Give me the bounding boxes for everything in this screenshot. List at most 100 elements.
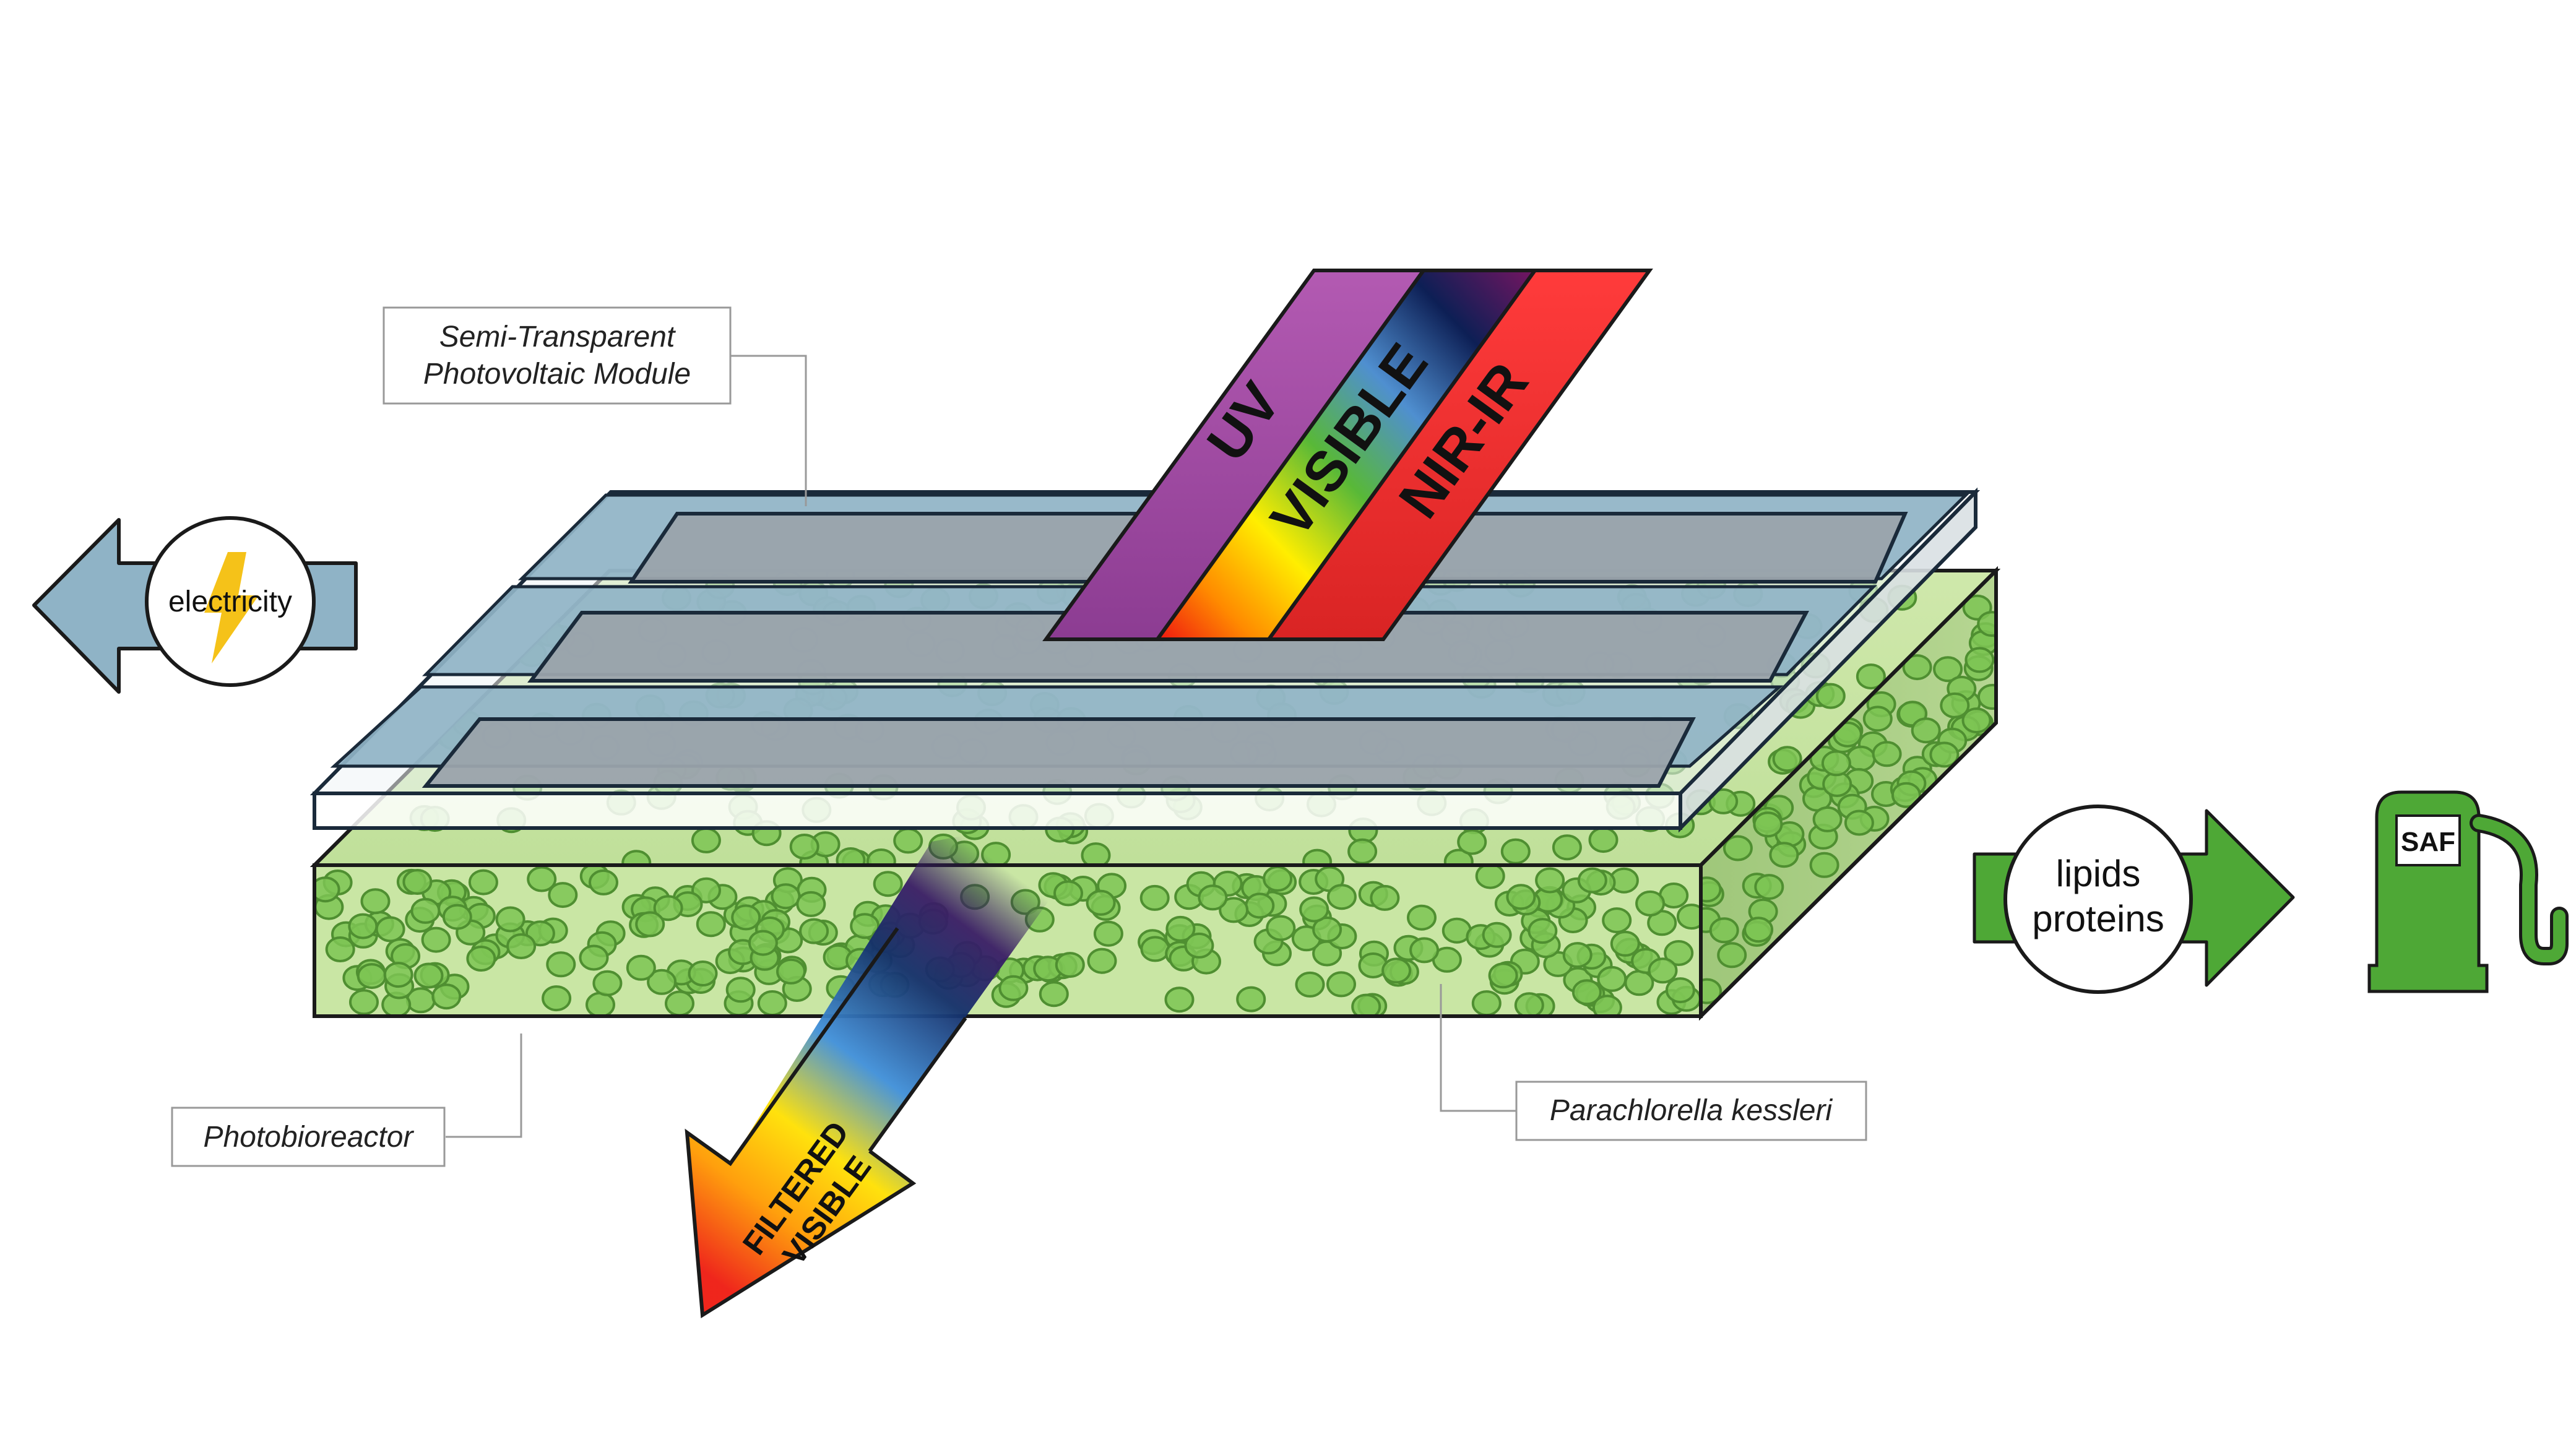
algae-cell: [1506, 884, 1536, 910]
algae-cell: [635, 911, 665, 938]
algae-cell: [442, 904, 472, 930]
algae-cell: [1381, 957, 1412, 984]
algae-cell: [1198, 884, 1228, 911]
organism-label: Parachlorella kessleri: [1550, 1094, 1833, 1127]
algae-cell: [592, 970, 623, 996]
photobioreactor-callout: Photobioreactor: [171, 1034, 522, 1167]
algae-cell: [546, 951, 576, 978]
algae-cell: [1862, 706, 1893, 732]
algae-cell: [1665, 977, 1695, 1004]
algae-cell: [1769, 842, 1799, 868]
algae-cell: [383, 962, 413, 988]
algae-cell: [1635, 890, 1666, 917]
algae-cell: [1326, 971, 1356, 998]
algae-cell: [1500, 838, 1531, 865]
algae-cell: [866, 848, 896, 865]
algae-cell: [579, 944, 609, 971]
algae-cell: [1722, 835, 1753, 861]
algae-cell: [325, 936, 355, 962]
algae-cell: [1902, 654, 1932, 681]
algae-cell: [506, 933, 537, 959]
lipids-label: lipids: [2056, 853, 2141, 894]
algae-cell: [731, 904, 761, 931]
algae-cell: [1245, 892, 1275, 919]
pv-module-callout: Semi-Transparent Photovoltaic Module: [383, 306, 807, 506]
algae-cell: [748, 930, 778, 956]
algae-cell: [1744, 917, 1774, 943]
biomass-output: lipids proteins: [1973, 805, 2295, 994]
algae-cell: [776, 958, 806, 985]
algae-cell: [548, 882, 578, 908]
algae-cell: [495, 906, 525, 933]
algae-cell: [1701, 978, 1722, 1004]
algae-cell: [1588, 827, 1619, 853]
algae-cell: [1812, 806, 1843, 832]
algae-cell: [1933, 656, 1963, 683]
algae-cell: [1236, 986, 1266, 1012]
saf-label: SAF: [2401, 827, 2455, 857]
algae-cell: [1295, 971, 1325, 998]
pv-cell-3: [421, 717, 1696, 788]
algae-cell: [850, 913, 880, 939]
algae-cell: [1961, 707, 1992, 734]
algae-cell: [1809, 852, 1839, 878]
algae-cell: [1184, 932, 1214, 959]
algae-cell: [725, 977, 756, 1003]
algae-cell: [1571, 979, 1602, 1006]
algae-cell: [1039, 981, 1069, 1008]
organism-label-box: [1515, 1081, 1867, 1141]
algae-cell: [1964, 647, 1995, 673]
algae-cell: [527, 866, 557, 892]
algae-cells-side: [1701, 594, 1996, 1004]
pv-cell-2: [527, 611, 1809, 683]
algae-cell: [1409, 937, 1440, 964]
algae-cell: [1977, 611, 1996, 637]
products-circle: [2003, 805, 2193, 994]
algae-cell: [542, 985, 572, 1012]
pv-module-label-box: [383, 306, 732, 405]
algae-cell: [1053, 880, 1083, 907]
algae-cell: [1717, 942, 1747, 969]
proteins-label: proteins: [2032, 898, 2164, 939]
algae-cell: [1475, 865, 1505, 889]
electricity-output: electricity: [32, 516, 358, 694]
algae-cell: [1846, 745, 1876, 772]
algae-cell: [1457, 829, 1487, 855]
algae-cell: [1055, 952, 1085, 978]
algae-cell: [1552, 834, 1582, 861]
algae-cell: [691, 827, 721, 853]
algae-cell: [402, 869, 433, 895]
lightning-bolt-icon: [204, 552, 259, 663]
photobioreactor-label-box: [171, 1107, 446, 1167]
algae-cell: [647, 969, 677, 995]
algae-cell: [1407, 904, 1437, 931]
algae-cell: [421, 926, 451, 953]
incoming-spectrum: UV VISIBLE NIR-IR: [1042, 269, 1653, 641]
algae-cell: [375, 916, 405, 943]
algae-cell: [1312, 916, 1342, 943]
algae-cell: [1977, 684, 1996, 710]
algae-cell: [621, 850, 652, 865]
algae-cell: [1351, 993, 1381, 1016]
algae-cell: [1577, 867, 1607, 894]
algae-cell: [1535, 867, 1565, 894]
algae-cell: [466, 946, 496, 972]
algae-cell: [1482, 921, 1512, 948]
photobioreactor-label: Photobioreactor: [204, 1121, 415, 1154]
algae-cell: [1821, 750, 1851, 777]
algae-cell: [1165, 915, 1196, 942]
algae-cell: [1602, 907, 1632, 934]
algae-cell: [1940, 692, 1970, 719]
algae-cell: [1086, 889, 1116, 916]
algae-cell: [1676, 904, 1701, 930]
algae-cell: [1562, 942, 1593, 969]
algae-cell: [696, 911, 726, 938]
algae-cell: [796, 891, 826, 917]
algae-cell: [1911, 717, 1941, 744]
algae-cell: [688, 960, 718, 986]
algae-cell: [1772, 746, 1802, 772]
algae-cell: [410, 897, 441, 924]
algae-cell: [1370, 884, 1400, 911]
algae-cell: [1164, 986, 1195, 1013]
